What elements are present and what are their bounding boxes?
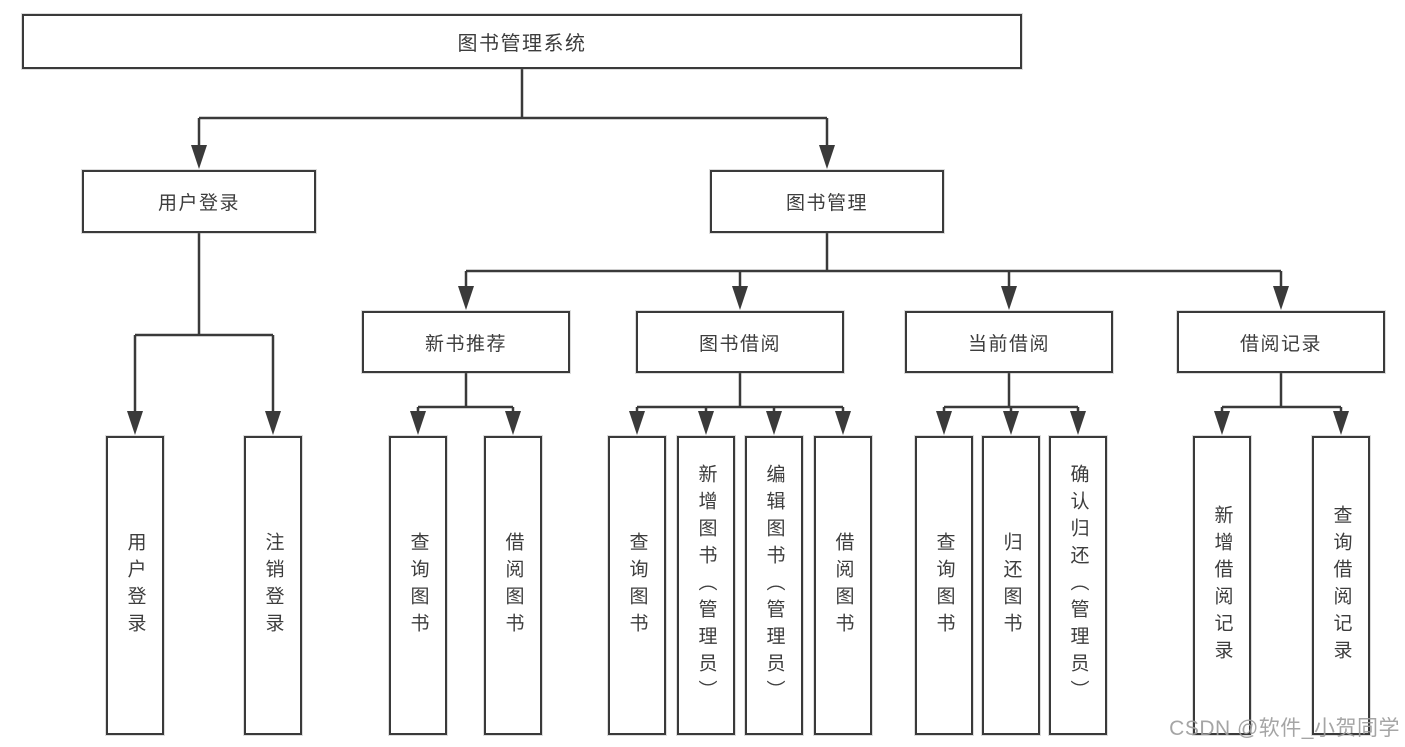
- csdn-watermark: CSDN @软件_小贺同学: [1169, 717, 1400, 740]
- node-library-system-label: 图书管理系统: [457, 33, 587, 55]
- node-leaf-query-books-borrow: 查询图书: [608, 436, 666, 735]
- node-leaf-query-books-recommend-label: 查询图书: [407, 531, 429, 640]
- node-leaf-return-books-label: 归还图书: [1000, 531, 1022, 640]
- node-leaf-add-borrow-record: 新增借阅记录: [1193, 436, 1251, 735]
- node-leaf-logout-label: 注销登录: [262, 531, 284, 640]
- node-book-management-label: 图书管理: [785, 193, 868, 214]
- node-new-book-recommendation: 新书推荐: [362, 311, 570, 373]
- node-leaf-query-books-current: 查询图书: [915, 436, 973, 735]
- node-leaf-logout: 注销登录: [244, 436, 302, 735]
- node-leaf-edit-books-admin-label: 编辑图书（管理员）: [763, 464, 785, 707]
- node-leaf-borrow-books-label: 借阅图书: [832, 531, 854, 640]
- node-leaf-query-books-borrow-label: 查询图书: [626, 531, 648, 640]
- node-borrowing-records: 借阅记录: [1177, 311, 1385, 373]
- node-leaf-user-login: 用户登录: [106, 436, 164, 735]
- node-library-system: 图书管理系统: [22, 14, 1022, 69]
- node-book-borrowing-label: 图书借阅: [698, 333, 781, 355]
- node-leaf-edit-books-admin: 编辑图书（管理员）: [745, 436, 803, 735]
- node-leaf-confirm-return-admin-label: 确认归还（管理员）: [1067, 464, 1089, 707]
- node-leaf-query-books-recommend: 查询图书: [389, 436, 447, 735]
- node-leaf-query-borrow-record: 查询借阅记录: [1312, 436, 1370, 735]
- node-leaf-confirm-return-admin: 确认归还（管理员）: [1049, 436, 1107, 735]
- node-leaf-borrow-books-recommend: 借阅图书: [484, 436, 542, 735]
- node-leaf-add-borrow-record-label: 新增借阅记录: [1211, 504, 1233, 667]
- node-leaf-borrow-books: 借阅图书: [814, 436, 872, 735]
- node-book-borrowing: 图书借阅: [636, 311, 844, 373]
- node-user-login-branch: 用户登录: [82, 170, 316, 233]
- node-leaf-query-borrow-record-label: 查询借阅记录: [1330, 504, 1352, 667]
- node-borrowing-records-label: 借阅记录: [1239, 333, 1322, 355]
- node-leaf-add-books-admin-label: 新增图书（管理员）: [695, 464, 717, 707]
- node-current-borrowing: 当前借阅: [905, 311, 1113, 373]
- node-book-management: 图书管理: [710, 170, 944, 233]
- node-leaf-borrow-books-recommend-label: 借阅图书: [502, 531, 524, 640]
- node-leaf-user-login-label: 用户登录: [124, 531, 146, 640]
- node-user-login-branch-label: 用户登录: [157, 193, 240, 214]
- node-new-book-recommendation-label: 新书推荐: [424, 333, 507, 355]
- node-leaf-return-books: 归还图书: [982, 436, 1040, 735]
- node-leaf-query-books-current-label: 查询图书: [933, 531, 955, 640]
- node-leaf-add-books-admin: 新增图书（管理员）: [677, 436, 735, 735]
- node-current-borrowing-label: 当前借阅: [967, 333, 1050, 355]
